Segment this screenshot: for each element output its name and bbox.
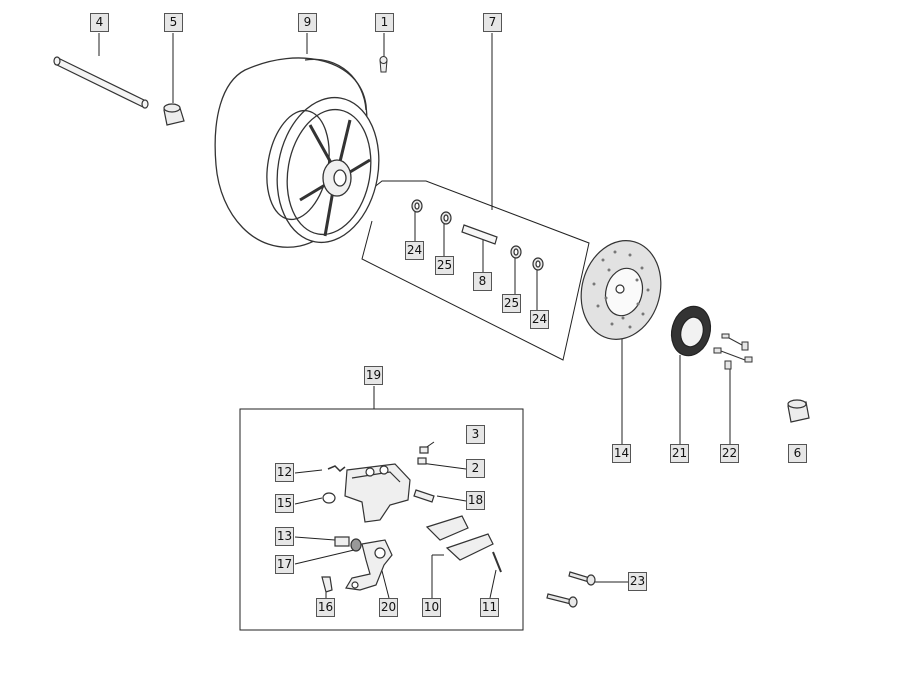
part-label-10: 10 bbox=[422, 598, 441, 617]
part-label-4: 4 bbox=[90, 13, 109, 32]
part-label-24-right: 24 bbox=[530, 310, 549, 329]
part-label-18: 18 bbox=[466, 491, 485, 510]
part-label-15: 15 bbox=[275, 494, 294, 513]
part-label-9: 9 bbox=[298, 13, 317, 32]
part-label-1: 1 bbox=[375, 13, 394, 32]
part-label-8: 8 bbox=[473, 272, 492, 291]
part-label-7: 7 bbox=[483, 13, 502, 32]
part-label-2: 2 bbox=[466, 459, 485, 478]
part-label-21: 21 bbox=[670, 444, 689, 463]
part-label-13: 13 bbox=[275, 527, 294, 546]
part-label-22: 22 bbox=[720, 444, 739, 463]
part-label-17: 17 bbox=[275, 555, 294, 574]
part-label-14: 14 bbox=[612, 444, 631, 463]
part-label-25-right: 25 bbox=[502, 294, 521, 313]
part-label-12: 12 bbox=[275, 463, 294, 482]
part-label-23: 23 bbox=[628, 572, 647, 591]
part-label-11: 11 bbox=[480, 598, 499, 617]
part-label-5: 5 bbox=[164, 13, 183, 32]
part-label-19: 19 bbox=[364, 366, 383, 385]
part-label-24-left: 24 bbox=[405, 241, 424, 260]
part-label-6: 6 bbox=[788, 444, 807, 463]
part-label-3: 3 bbox=[466, 425, 485, 444]
part-label-20: 20 bbox=[379, 598, 398, 617]
part-label-25-left: 25 bbox=[435, 256, 454, 275]
part-label-16: 16 bbox=[316, 598, 335, 617]
